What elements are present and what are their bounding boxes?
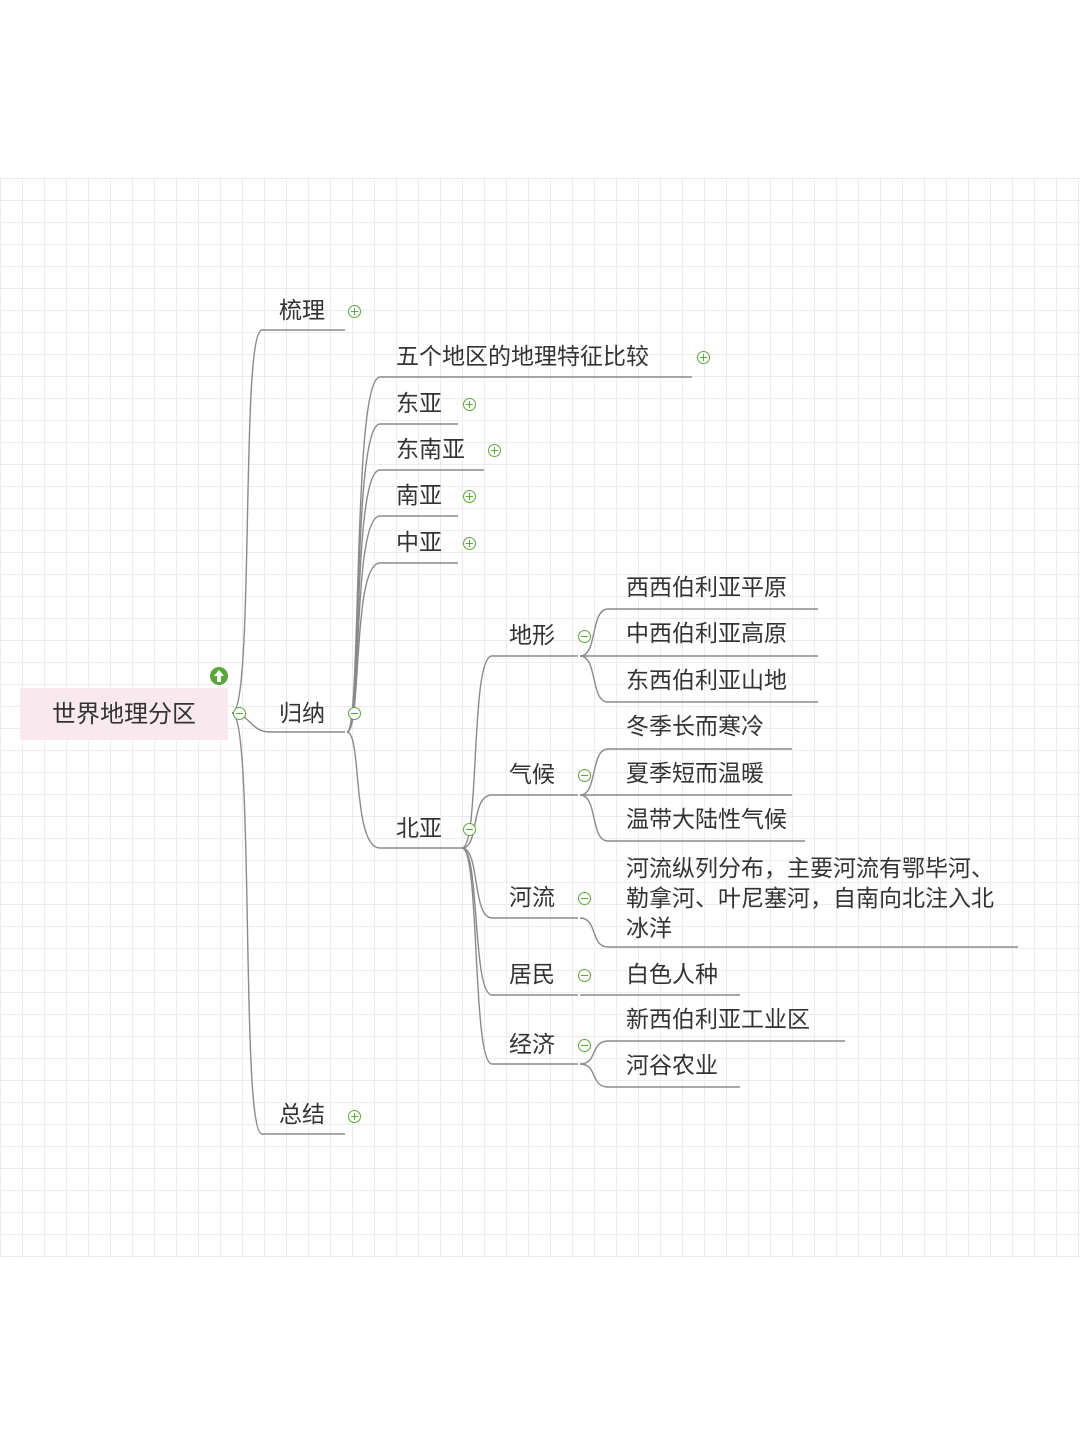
terrain-collapse-icon[interactable] [578, 630, 591, 643]
edge-na-terrain [461, 655, 578, 849]
root-collapse-icon[interactable] [233, 707, 246, 720]
leaf-terrain-3[interactable]: 东西伯利亚山地 [626, 668, 787, 694]
node-rivers[interactable]: 河流 [509, 885, 555, 911]
leaf-climate-1[interactable]: 冬季长而寒冷 [626, 714, 764, 740]
edge-rivers-1 [579, 917, 1018, 948]
root-node[interactable]: 世界地理分区 [20, 688, 228, 740]
north-asia-collapse-icon[interactable] [463, 823, 476, 836]
node-climate[interactable]: 气候 [509, 762, 555, 788]
edge-na-residents [461, 847, 578, 996]
node-east-asia[interactable]: 东亚 [396, 391, 442, 417]
leaf-rivers-1[interactable]: 河流纵列分布，主要河流有鄂毕河、勒拿河、叶尼塞河，自南向北注入北冰洋 [626, 856, 994, 942]
edge-guina-northasia [346, 731, 462, 849]
edge-root-shuli [231, 329, 345, 714]
node-shuli[interactable]: 梳理 [279, 298, 325, 324]
edge-guina-centralasia [346, 562, 458, 733]
edge-na-rivers [461, 847, 578, 919]
node-terrain[interactable]: 地形 [509, 623, 555, 649]
node-southeast-asia[interactable]: 东南亚 [396, 437, 465, 463]
node-north-asia[interactable]: 北亚 [396, 816, 442, 842]
node-south-asia[interactable]: 南亚 [396, 483, 442, 509]
leaf-residents-1[interactable]: 白色人种 [626, 962, 718, 988]
zongjie-expand-icon[interactable] [348, 1110, 361, 1123]
south-asia-expand-icon[interactable] [463, 490, 476, 503]
leaf-terrain-2[interactable]: 中西伯利亚高原 [626, 621, 787, 647]
shuli-expand-icon[interactable] [348, 305, 361, 318]
edge-root-zongjie [231, 712, 345, 1135]
residents-collapse-icon[interactable] [578, 969, 591, 982]
compare-expand-icon[interactable] [697, 351, 710, 364]
leaf-climate-3[interactable]: 温带大陆性气候 [626, 807, 787, 833]
mindmap-canvas [0, 178, 1080, 1258]
edge-climate-3 [579, 794, 805, 842]
edge-na-climate [461, 794, 578, 849]
east-asia-expand-icon[interactable] [463, 398, 476, 411]
node-residents[interactable]: 居民 [509, 962, 555, 988]
node-central-asia[interactable]: 中亚 [396, 530, 442, 556]
node-economy[interactable]: 经济 [509, 1032, 555, 1058]
climate-collapse-icon[interactable] [578, 769, 591, 782]
guina-collapse-icon[interactable] [348, 707, 361, 720]
edge-climate-1 [579, 748, 792, 796]
edge-economy-1 [579, 1040, 845, 1065]
node-zongjie[interactable]: 总结 [279, 1102, 325, 1128]
edge-na-economy [461, 847, 578, 1065]
edge-terrain-1 [579, 608, 818, 657]
leaf-economy-1[interactable]: 新西伯利亚工业区 [626, 1007, 810, 1033]
node-compare[interactable]: 五个地区的地理特征比较 [396, 344, 649, 370]
node-guina[interactable]: 归纳 [279, 701, 325, 727]
leaf-economy-2[interactable]: 河谷农业 [626, 1053, 718, 1079]
economy-collapse-icon[interactable] [578, 1039, 591, 1052]
up-arrow-icon[interactable] [210, 667, 228, 685]
edge-economy-2 [579, 1063, 740, 1088]
edge-terrain-3 [579, 655, 818, 703]
central-asia-expand-icon[interactable] [463, 537, 476, 550]
southeast-asia-expand-icon[interactable] [488, 444, 501, 457]
rivers-collapse-icon[interactable] [578, 892, 591, 905]
leaf-terrain-1[interactable]: 西西伯利亚平原 [626, 575, 787, 601]
leaf-climate-2[interactable]: 夏季短而温暖 [626, 761, 764, 787]
